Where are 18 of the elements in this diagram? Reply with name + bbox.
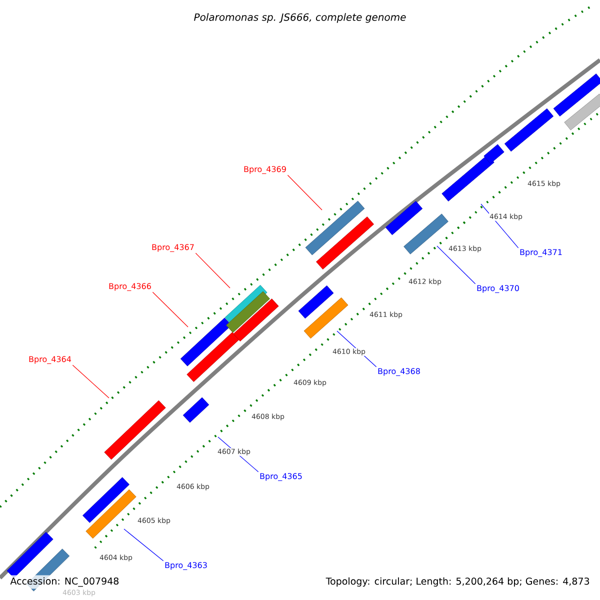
- gene-label: Bpro_4364: [29, 356, 72, 364]
- gene-label: Bpro_4369: [244, 166, 286, 174]
- leader-line: [195, 252, 230, 288]
- footer-text: Topology: circular; Length: 5,200,264 bp; Genes: 4,873: [324, 575, 592, 589]
- map-title: Polaromonas sp. JS666, complete genome: [194, 13, 406, 23]
- leader-line: [124, 528, 164, 562]
- gene-label: Bpro_4366: [109, 283, 151, 291]
- leader-line: [287, 174, 322, 210]
- gene-label: Bpro_4367: [152, 244, 194, 252]
- leader-line: [152, 292, 188, 328]
- leader-line: [72, 364, 110, 398]
- gene-label: Bpro_4370: [477, 285, 519, 293]
- gene-label: Bpro_4365: [260, 473, 302, 481]
- footer-text: Accession: NC_007948: [8, 575, 122, 589]
- gene-label: Bpro_4368: [378, 368, 420, 376]
- gene-label: Bpro_4363: [165, 562, 207, 570]
- gene-label: Bpro_4371: [520, 249, 562, 257]
- leader-line: [436, 246, 476, 284]
